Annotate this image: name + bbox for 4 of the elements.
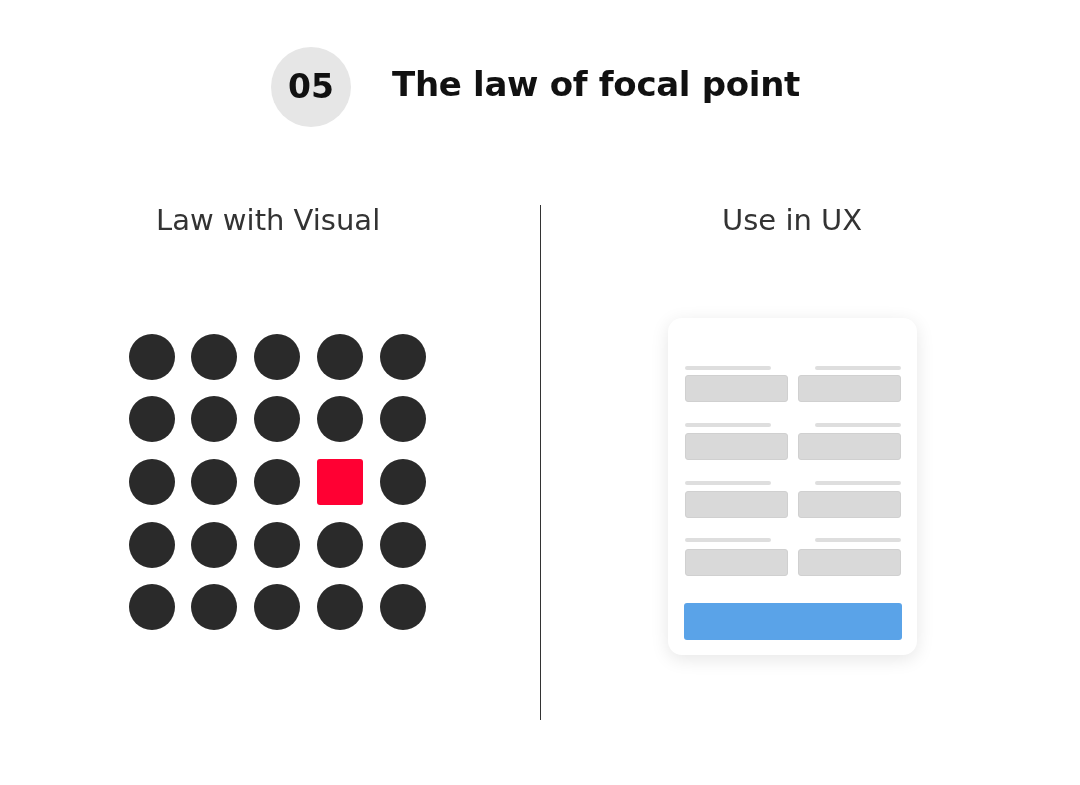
title: The law of focal point xyxy=(392,64,801,104)
number-badge: 05 xyxy=(271,47,351,127)
section-heading: Use in UX xyxy=(722,203,863,237)
section-heading: Law with Visual xyxy=(156,203,381,237)
